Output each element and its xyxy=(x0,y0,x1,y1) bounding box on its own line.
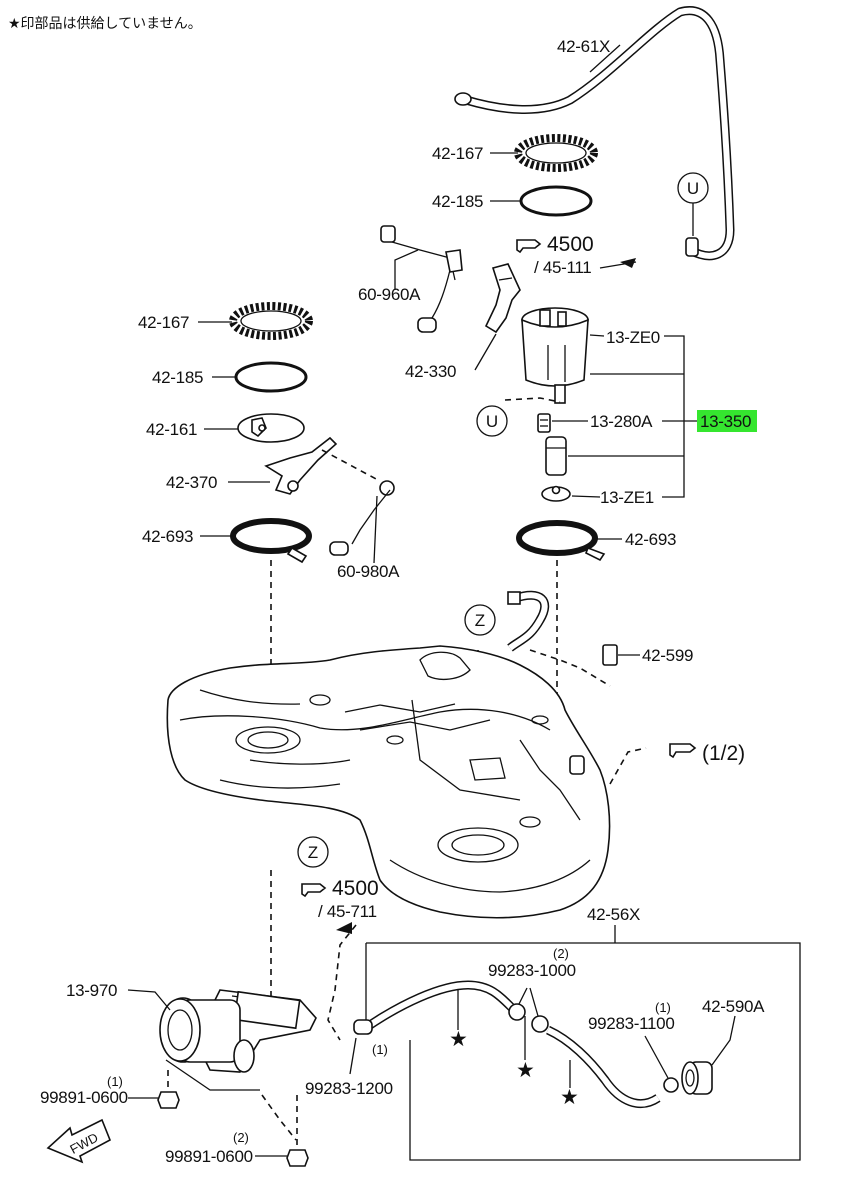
label-42-693-right: 42-693 xyxy=(625,530,676,549)
fuel-pump-cylinder[interactable] xyxy=(545,436,567,476)
label-42-370: 42-370 xyxy=(166,473,217,492)
svg-text:4500: 4500 xyxy=(332,877,379,900)
label-99891-0600-b: 99891-0600 xyxy=(165,1147,253,1166)
label-42-693-left: 42-693 xyxy=(142,527,193,546)
ref-1-2[interactable]: (1/2) xyxy=(669,742,745,765)
parts-note: ★印部品は供給していません。 xyxy=(8,16,202,32)
label-42-590a: 42-590A xyxy=(702,997,765,1016)
gasket-42-185-right[interactable] xyxy=(519,185,593,217)
label-13-350[interactable]: 13-350 xyxy=(700,412,751,431)
retainer-42-693-left[interactable] xyxy=(230,518,312,564)
hose-lower[interactable] xyxy=(546,1025,661,1109)
clamp-99283-1100[interactable] xyxy=(663,1077,679,1093)
qty-99891-0600-a: (1) xyxy=(107,1074,123,1089)
label-60-960a: 60-960A xyxy=(358,285,421,304)
strainer-13-280a[interactable] xyxy=(537,413,551,433)
svg-text:4500: 4500 xyxy=(547,233,594,256)
label-42-185-left: 42-185 xyxy=(152,368,203,387)
pump-cap-13-ze1[interactable] xyxy=(541,485,571,502)
label-42-167-left: 42-167 xyxy=(138,313,189,332)
fwd-arrow: FWD xyxy=(46,1118,112,1164)
sender-unit-42-370[interactable] xyxy=(264,436,338,495)
qty-99283-1000: (2) xyxy=(553,946,569,961)
nut-99891-0600-b[interactable] xyxy=(286,1149,309,1167)
fuel-pump-unit-13-ze0[interactable] xyxy=(521,307,589,404)
svg-text:(1/2): (1/2) xyxy=(702,742,745,765)
nut-99891-0600-a[interactable] xyxy=(157,1091,180,1109)
svg-text:U: U xyxy=(687,179,699,198)
label-99283-1000: 99283-1000 xyxy=(488,961,576,980)
clamps-99283-1000[interactable] xyxy=(508,1003,549,1033)
ref-4500-bottom[interactable]: 4500 xyxy=(301,877,379,900)
label-42-61x: 42-61X xyxy=(557,37,610,56)
label-13-ze1: 13-ZE1 xyxy=(600,488,654,507)
harness-60-980a[interactable] xyxy=(321,449,395,556)
sender-plate-42-161[interactable] xyxy=(237,413,305,443)
svg-text:Z: Z xyxy=(475,611,485,630)
star-marker-2: ★ xyxy=(516,1059,535,1082)
label-42-56x: 42-56X xyxy=(587,905,640,924)
ref-45-111[interactable]: / 45-111 xyxy=(534,258,592,277)
grommet-42-590a[interactable] xyxy=(681,1061,713,1095)
ref-4500-top[interactable]: 4500 xyxy=(516,233,594,256)
fuel-tank-body[interactable] xyxy=(166,645,611,919)
vent-pipe-42-61x[interactable] xyxy=(454,6,735,261)
qty-99891-0600-b: (2) xyxy=(233,1130,249,1145)
label-99891-0600-a: 99891-0600 xyxy=(40,1088,128,1107)
label-42-167-top: 42-167 xyxy=(432,144,483,163)
label-99283-1200: 99283-1200 xyxy=(305,1079,393,1098)
gasket-42-185-left[interactable] xyxy=(234,361,308,393)
lock-ring-42-167-left[interactable] xyxy=(229,302,313,340)
label-13-970: 13-970 xyxy=(66,981,117,1000)
harness-60-960a[interactable] xyxy=(380,225,463,333)
retainer-42-693-right[interactable] xyxy=(516,520,606,562)
svg-text:U: U xyxy=(486,412,498,431)
label-42-161: 42-161 xyxy=(146,420,197,439)
bracket-42-330[interactable] xyxy=(484,263,521,334)
label-99283-1100: 99283-1100 xyxy=(588,1014,675,1033)
star-marker-1: ★ xyxy=(449,1028,468,1051)
label-13-280a: 13-280A xyxy=(590,412,653,431)
marker-z-bottom: Z xyxy=(297,836,329,868)
svg-text:Z: Z xyxy=(308,843,318,862)
star-marker-3: ★ xyxy=(560,1086,579,1109)
label-13-ze0: 13-ZE0 xyxy=(606,328,660,347)
hose-upper[interactable] xyxy=(353,980,516,1035)
marker-u-mid: U xyxy=(476,397,561,437)
label-42-599: 42-599 xyxy=(642,646,693,665)
lock-ring-42-167-right[interactable] xyxy=(514,134,598,172)
highlight-13-350 xyxy=(697,410,757,432)
ref-45-711[interactable]: / 45-711 xyxy=(318,902,377,921)
qty-99283-1200: (1) xyxy=(372,1042,388,1057)
marker-z-top: Z xyxy=(464,604,496,636)
qty-99283-1100: (1) xyxy=(655,1000,671,1015)
canister-13-970[interactable] xyxy=(159,989,317,1091)
clip-42-599[interactable] xyxy=(602,644,618,666)
fuel-hose-z[interactable] xyxy=(507,590,550,652)
label-42-330: 42-330 xyxy=(405,362,456,381)
label-42-185-top: 42-185 xyxy=(432,192,483,211)
marker-u-top: U xyxy=(677,172,709,236)
label-60-980a: 60-980A xyxy=(337,562,400,581)
